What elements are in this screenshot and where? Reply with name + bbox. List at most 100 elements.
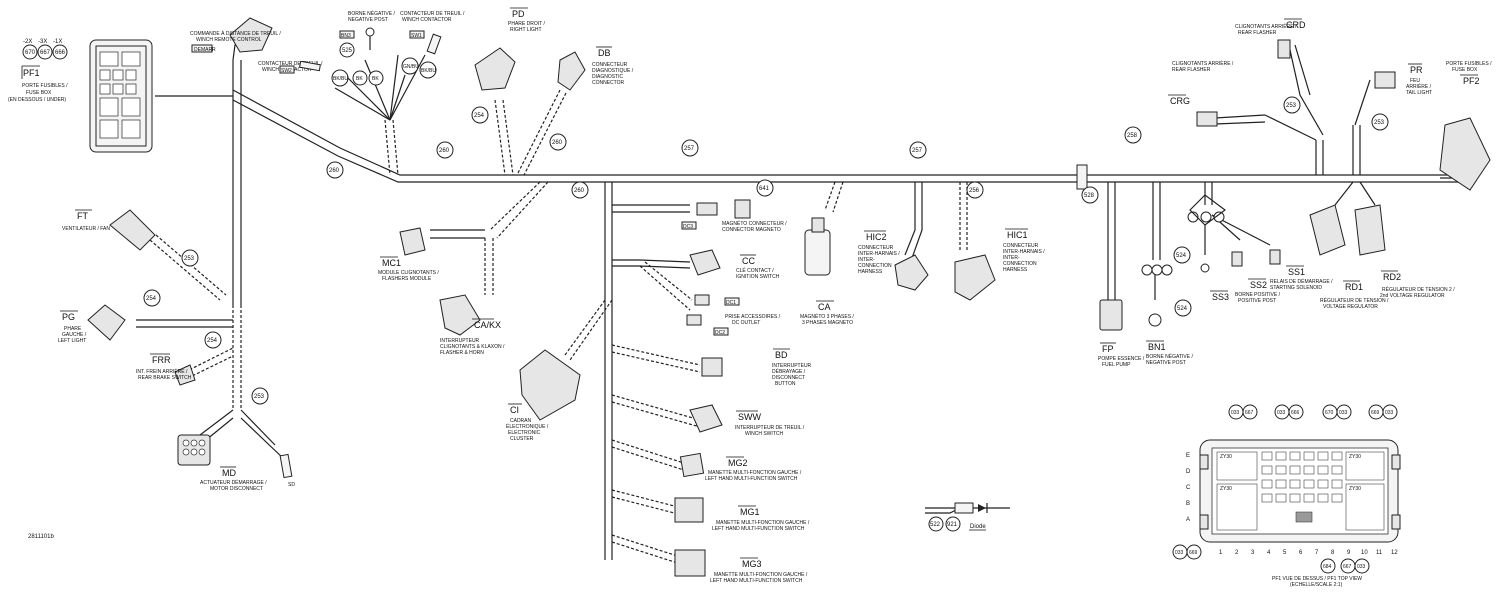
- mg3-connector: MG3 MANETTE MULTI-FONCTION GAUCHE / LEFT…: [674, 549, 808, 584]
- svg-text:8: 8: [1331, 550, 1335, 556]
- svg-text:PF1 VUE DE DESSUS / PF1 TOP VI: PF1 VUE DE DESSUS / PF1 TOP VIEW: [1272, 576, 1362, 582]
- svg-text:CONNECTOR: CONNECTOR: [592, 80, 625, 86]
- svg-text:DC2: DC2: [715, 330, 725, 336]
- svg-text:INTER-HARNAIS /: INTER-HARNAIS /: [1003, 249, 1045, 255]
- svg-text:Diode: Diode: [970, 524, 986, 530]
- svg-text:HIC1: HIC1: [1007, 230, 1028, 240]
- svg-text:BK: BK: [356, 76, 363, 82]
- svg-text:254: 254: [207, 338, 218, 344]
- svg-text:11: 11: [1376, 550, 1383, 556]
- svg-text:DC OUTLET: DC OUTLET: [732, 320, 760, 326]
- svg-text:7: 7: [1315, 550, 1319, 556]
- svg-text:PORTE FUSIBLES /: PORTE FUSIBLES /: [1446, 61, 1492, 67]
- svg-text:DIAGNOSTIQUE /: DIAGNOSTIQUE /: [592, 68, 634, 74]
- svg-text:257: 257: [912, 148, 923, 154]
- svg-text:BORNE NÉGATIVE /: BORNE NÉGATIVE /: [1146, 353, 1193, 360]
- svg-text:DC3: DC3: [683, 224, 693, 230]
- svg-text:LEFT HAND MULTI-FUNCTION SWITC: LEFT HAND MULTI-FUNCTION SWITCH: [705, 476, 798, 482]
- svg-text:10: 10: [1361, 550, 1368, 556]
- svg-text:6: 6: [1299, 550, 1303, 556]
- svg-text:IGNITION SWITCH: IGNITION SWITCH: [736, 274, 780, 280]
- svg-text:RELAIS DE DÉMARRAGE /: RELAIS DE DÉMARRAGE /: [1270, 278, 1333, 285]
- svg-text:INTER-: INTER-: [1003, 255, 1020, 261]
- bn1-post: BN1 BORNE NÉGATIVE / NEGATIVE POST 524: [1141, 264, 1193, 366]
- svg-text:RD1: RD1: [1345, 282, 1363, 292]
- svg-text:033: 033: [1357, 564, 1366, 570]
- svg-text:260: 260: [439, 148, 450, 154]
- svg-text:528: 528: [1084, 193, 1095, 199]
- svg-text:WINCH CONTACTOR: WINCH CONTACTOR: [402, 17, 452, 23]
- svg-text:DISCONNECT: DISCONNECT: [772, 375, 805, 381]
- svg-text:FUSE BOX: FUSE BOX: [1452, 67, 1478, 73]
- svg-text:MANETTE MULTI-FONCTION GAUCHE: MANETTE MULTI-FONCTION GAUCHE /: [714, 572, 808, 578]
- svg-text:CLIGNOTANTS ARRIÈRE /: CLIGNOTANTS ARRIÈRE /: [1235, 23, 1297, 30]
- svg-text:667: 667: [1343, 564, 1352, 570]
- svg-text:PHARE: PHARE: [64, 326, 82, 332]
- rd-connectors: RD1 RÉGULATEUR DE TENSION / VOLTAGE REGU…: [1309, 204, 1455, 310]
- pf1-fuse-box: [89, 39, 153, 153]
- svg-text:4: 4: [1267, 550, 1271, 556]
- svg-text:253: 253: [184, 256, 195, 262]
- ci-connector: CI CADRAN ÉLECTRONIQUE / ELECTRONIC CLUS…: [506, 349, 581, 442]
- svg-text:VENTILATEUR / FAN: VENTILATEUR / FAN: [62, 226, 110, 232]
- svg-text:NEGATIVE POST: NEGATIVE POST: [1146, 360, 1186, 366]
- svg-text:MG2: MG2: [728, 458, 748, 468]
- db-connector: DB CONNECTEUR DIAGNOSTIQUE / DIAGNOSTIC …: [557, 46, 634, 91]
- code-666: 666: [55, 50, 66, 56]
- svg-text:5: 5: [1283, 550, 1287, 556]
- svg-text:D: D: [1186, 469, 1191, 475]
- svg-text:DIAGNOSTIC: DIAGNOSTIC: [592, 74, 624, 80]
- svg-text:SW2: SW2: [281, 68, 292, 74]
- svg-text:260: 260: [574, 188, 585, 194]
- svg-text:BUTTON: BUTTON: [775, 381, 796, 387]
- svg-text:GAUCHE /: GAUCHE /: [62, 332, 87, 338]
- svg-text:921: 921: [947, 522, 958, 528]
- svg-text:MANETTE MULTI-FONCTION GAUCHE: MANETTE MULTI-FONCTION GAUCHE /: [716, 520, 810, 526]
- svg-text:CONNECTION: CONNECTION: [858, 263, 892, 269]
- segment-bubbles: 260 260 260 260 257 257 256 258 254 253 …: [143, 96, 1389, 405]
- diode-detail: 522 921 Diode: [925, 502, 1010, 532]
- svg-text:669: 669: [1371, 410, 1380, 416]
- svg-text:BN3: BN3: [341, 33, 351, 39]
- svg-text:LEFT LIGHT: LEFT LIGHT: [58, 338, 86, 344]
- svg-text:INTER-HARNAIS /: INTER-HARNAIS /: [858, 251, 900, 257]
- ss-group: 524 SS3 SS2 BORNE POSITIVE / POSITIVE PO…: [1173, 194, 1333, 304]
- svg-text:ELECTRONIC: ELECTRONIC: [508, 430, 541, 436]
- svg-text:033: 033: [1339, 410, 1348, 416]
- svg-text:254: 254: [146, 296, 157, 302]
- code-2x: -2X: [23, 39, 32, 45]
- svg-text:CLUSTER: CLUSTER: [510, 436, 534, 442]
- svg-text:SD: SD: [288, 482, 295, 488]
- svg-text:INTER-: INTER-: [858, 257, 875, 263]
- svg-text:MAGNÉTO 3 PHASES /: MAGNÉTO 3 PHASES /: [800, 313, 854, 320]
- mg1-connector: MG1 MANETTE MULTI-FONCTION GAUCHE / LEFT…: [674, 497, 810, 532]
- cakx-connector: CA/KX INTERRUPTEUR CLIGNOTANTS & KLAXON …: [439, 294, 505, 356]
- pd-connector: PD PHARE DROIT / RIGHT LIGHT: [474, 7, 545, 91]
- svg-text:BD: BD: [775, 350, 788, 360]
- svg-text:FLASHERS MODULE: FLASHERS MODULE: [382, 276, 432, 282]
- svg-text:669: 669: [1189, 550, 1198, 556]
- svg-text:MG1: MG1: [740, 507, 760, 517]
- svg-text:PD: PD: [512, 9, 525, 19]
- svg-text:BORNE POSITIVE /: BORNE POSITIVE /: [1235, 292, 1281, 298]
- svg-text:TAIL LIGHT: TAIL LIGHT: [1406, 90, 1432, 96]
- svg-text:033: 033: [1277, 410, 1286, 416]
- svg-text:3: 3: [1251, 550, 1255, 556]
- svg-text:RIGHT LIGHT: RIGHT LIGHT: [510, 27, 542, 33]
- svg-text:LEFT HAND MULTI-FUNCTION SWITC: LEFT HAND MULTI-FUNCTION SWITCH: [710, 578, 803, 584]
- svg-text:MAGNÉTO CONNECTEUR /: MAGNÉTO CONNECTEUR /: [722, 220, 787, 227]
- svg-text:MANETTE MULTI-FONCTION GAUCHE: MANETTE MULTI-FONCTION GAUCHE /: [708, 470, 802, 476]
- svg-text:CLÉ CONTACT /: CLÉ CONTACT /: [736, 267, 774, 274]
- svg-text:9: 9: [1347, 550, 1351, 556]
- svg-text:HIC2: HIC2: [866, 232, 887, 242]
- svg-text:256: 256: [969, 188, 980, 194]
- winch-remote-connector: COMMANDE À DISTANCE DE TREUIL / WINCH RE…: [190, 17, 281, 53]
- svg-text:CA/KX: CA/KX: [474, 320, 501, 330]
- svg-text:DC1: DC1: [726, 300, 736, 306]
- svg-text:3 PHASES MAGNETO: 3 PHASES MAGNETO: [802, 320, 853, 326]
- mc1-connector: MC1 MODULE CLIGNOTANTS / FLASHERS MODULE: [378, 227, 439, 282]
- pg-connector: PG PHARE GAUCHE / LEFT LIGHT: [58, 304, 126, 344]
- svg-text:RD2: RD2: [1383, 272, 1401, 282]
- svg-text:ACTUATEUR DÉMARRAGE /: ACTUATEUR DÉMARRAGE /: [200, 479, 267, 486]
